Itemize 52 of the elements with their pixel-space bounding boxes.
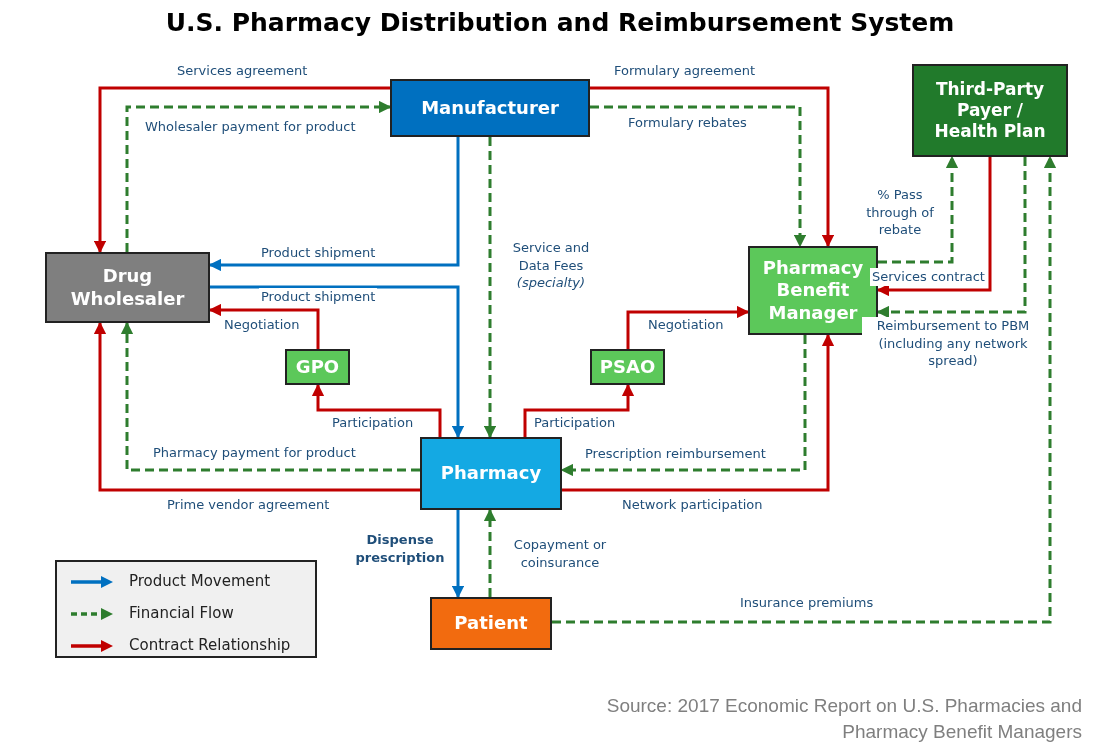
edge-label: Formulary rebates bbox=[626, 114, 749, 132]
arrow bbox=[523, 383, 635, 437]
arrow bbox=[210, 285, 465, 439]
edge-label: Insurance premiums bbox=[738, 594, 876, 612]
edge-label: Product shipment bbox=[259, 244, 378, 262]
legend-label: Product Movement bbox=[129, 572, 271, 590]
arrow bbox=[626, 305, 750, 349]
arrow bbox=[120, 321, 420, 472]
node-label: Manufacturer bbox=[421, 96, 559, 120]
arrow bbox=[562, 333, 835, 492]
edge-label: Participation bbox=[532, 414, 618, 432]
arrow bbox=[878, 155, 959, 264]
legend-label: Financial Flow bbox=[129, 604, 234, 622]
arrow bbox=[483, 508, 497, 597]
arrow bbox=[590, 105, 807, 248]
arrow bbox=[125, 100, 392, 252]
arrow bbox=[590, 86, 835, 248]
legend-label: Contract Relationship bbox=[129, 636, 291, 654]
arrow bbox=[483, 137, 497, 439]
node-label: Patient bbox=[454, 612, 528, 635]
arrow bbox=[311, 383, 442, 437]
edge-label: Product shipment bbox=[259, 288, 378, 306]
edge-label: Services contract bbox=[870, 268, 987, 286]
edge-label: Pharmacy payment for product bbox=[151, 444, 358, 462]
node-label: Drug Wholesaler bbox=[69, 265, 186, 310]
node-label: Pharmacy Benefit Manager bbox=[761, 256, 865, 325]
edge-label: Prescription reimbursement bbox=[583, 445, 768, 463]
diagram-title: U.S. Pharmacy Distribution and Reimbursement System bbox=[164, 8, 956, 37]
health-plan-box bbox=[912, 64, 1068, 157]
edge-label: Negotiation bbox=[222, 316, 302, 334]
edge-label: Prime vendor agreement bbox=[165, 496, 332, 514]
gpo-box bbox=[285, 349, 350, 385]
psao-box bbox=[590, 349, 665, 385]
manufacturer-box bbox=[390, 79, 590, 137]
edge-label: Network participation bbox=[620, 496, 765, 514]
edge-label: Services agreement bbox=[175, 62, 310, 80]
node-label: Third-Party Payer / Health Plan bbox=[933, 78, 1047, 143]
wholesaler-box bbox=[45, 252, 210, 323]
node-label: GPO bbox=[295, 355, 340, 379]
arrow bbox=[451, 510, 465, 599]
patient-box bbox=[430, 597, 552, 650]
edge-label: Formulary agreement bbox=[612, 62, 757, 80]
node-label: PSAO bbox=[599, 355, 656, 379]
arrow bbox=[93, 321, 420, 492]
edge-label: Participation bbox=[330, 414, 416, 432]
edge-label: Wholesaler payment for product bbox=[143, 118, 358, 136]
node-label: Pharmacy bbox=[440, 462, 542, 485]
pharmacy-box bbox=[420, 437, 562, 510]
edge-label: Negotiation bbox=[646, 316, 726, 334]
arrow bbox=[552, 155, 1057, 624]
source-note: Source: 2017 Economic Report on U.S. Pharmacies and Pharmacy Benefit Managers bbox=[605, 694, 1082, 744]
arrow bbox=[93, 86, 390, 254]
